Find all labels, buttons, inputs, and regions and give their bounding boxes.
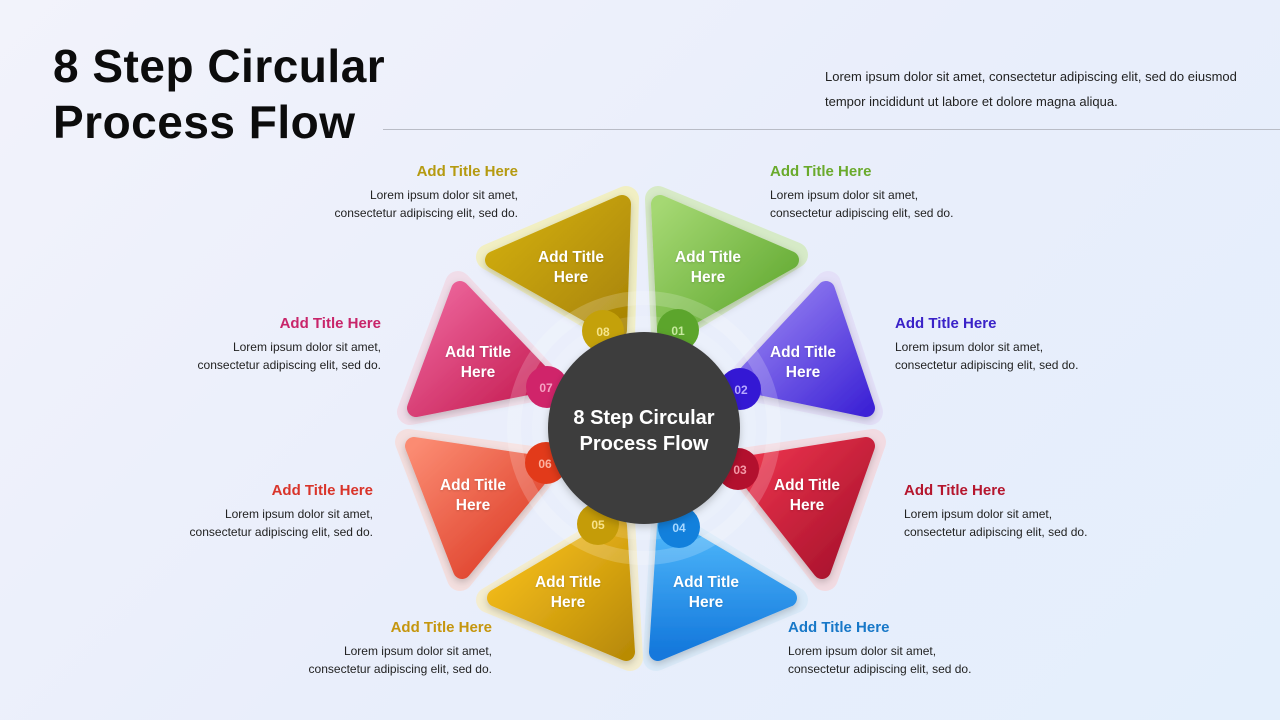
step-number-08: 08 [596, 325, 610, 339]
triangle-04 [643, 507, 808, 671]
step-05-description: Add Title Here Lorem ipsum dolor sit ame… [252, 619, 492, 678]
step-07-description: Add Title Here Lorem ipsum dolor sit ame… [141, 315, 381, 374]
triangle-05 [476, 507, 643, 671]
step-01-heading: Add Title Here [770, 163, 872, 180]
step-number-02: 02 [734, 383, 748, 397]
step-08-description: Add Title Here Lorem ipsum dolor sit ame… [300, 163, 518, 222]
title-line-2: Process Flow [53, 96, 356, 148]
title-line-1: 8 Step Circular [53, 40, 386, 92]
step-03-description: Add Title Here Lorem ipsum dolor sit ame… [904, 482, 1144, 541]
halo-ring [507, 291, 781, 565]
step-05-heading: Add Title Here [390, 619, 492, 636]
step-06-description: Add Title Here Lorem ipsum dolor sit ame… [133, 482, 373, 541]
triangle-08 [476, 186, 639, 348]
triangle-03 [722, 429, 886, 591]
step-number-03: 03 [733, 463, 747, 477]
step-04-description: Add Title Here Lorem ipsum dolor sit ame… [788, 619, 1028, 678]
step-04-heading: Add Title Here [788, 619, 890, 636]
step-08-heading: Add Title Here [416, 163, 518, 180]
triangle-06 [395, 429, 566, 591]
step-number-05: 05 [591, 518, 605, 532]
step-03-heading: Add Title Here [904, 482, 1006, 499]
step-07-heading: Add Title Here [279, 315, 381, 332]
triangle-07 [397, 271, 566, 425]
step-number-01: 01 [671, 324, 685, 338]
triangle-02 [722, 271, 883, 425]
page-title: 8 Step Circular Process Flow [53, 38, 385, 150]
center-circle [548, 332, 740, 524]
step-number-07: 07 [539, 381, 553, 395]
header-divider [383, 129, 1280, 130]
step-number-04: 04 [672, 521, 686, 535]
step-02-heading: Add Title Here [895, 315, 997, 332]
step-number-06: 06 [538, 457, 552, 471]
step-06-heading: Add Title Here [271, 482, 373, 499]
triangle-01 [645, 186, 808, 348]
step-01-description: Add Title Here Lorem ipsum dolor sit ame… [770, 163, 1010, 222]
step-02-description: Add Title Here Lorem ipsum dolor sit ame… [895, 315, 1135, 374]
intro-text: Lorem ipsum dolor sit amet, consectetur … [825, 69, 1237, 109]
